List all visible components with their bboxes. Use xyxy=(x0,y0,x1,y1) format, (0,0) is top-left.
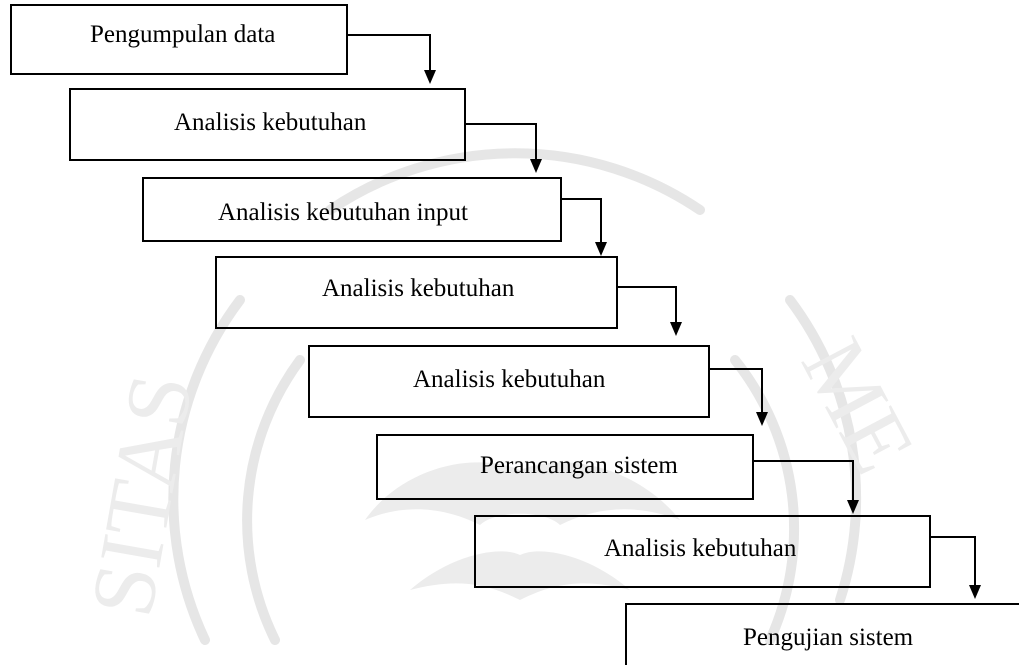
step-label-analisis-kebutuhan-3: Analisis kebutuhan xyxy=(413,366,606,393)
step-box-analisis-kebutuhan-1: Analisis kebutuhan xyxy=(69,88,466,161)
step-label-pengujian-sistem: Pengujian sistem xyxy=(743,624,914,651)
step-label-analisis-kebutuhan-input: Analisis kebutuhan input xyxy=(218,199,468,226)
step-label-analisis-kebutuhan-2: Analisis kebutuhan xyxy=(322,275,515,302)
svg-text:SITAS: SITAS xyxy=(72,367,212,623)
step-label-analisis-kebutuhan-1: Analisis kebutuhan xyxy=(174,109,367,136)
step-label-analisis-kebutuhan-4: Analisis kebutuhan xyxy=(604,535,797,562)
step-box-analisis-kebutuhan-input: Analisis kebutuhan input xyxy=(142,177,562,242)
step-box-analisis-kebutuhan-3: Analisis kebutuhan xyxy=(308,345,710,418)
step-box-pengumpulan-data: Pengumpulan data xyxy=(10,4,348,75)
step-box-pengujian-sistem: Pengujian sistem xyxy=(625,603,1019,665)
svg-text:ME: ME xyxy=(782,323,933,489)
step-box-perancangan-sistem: Perancangan sistem xyxy=(376,434,754,500)
step-label-pengumpulan-data: Pengumpulan data xyxy=(90,21,276,48)
step-box-analisis-kebutuhan-4: Analisis kebutuhan xyxy=(474,515,931,588)
step-box-analisis-kebutuhan-2: Analisis kebutuhan xyxy=(215,256,618,329)
step-label-perancangan-sistem: Perancangan sistem xyxy=(480,452,678,479)
